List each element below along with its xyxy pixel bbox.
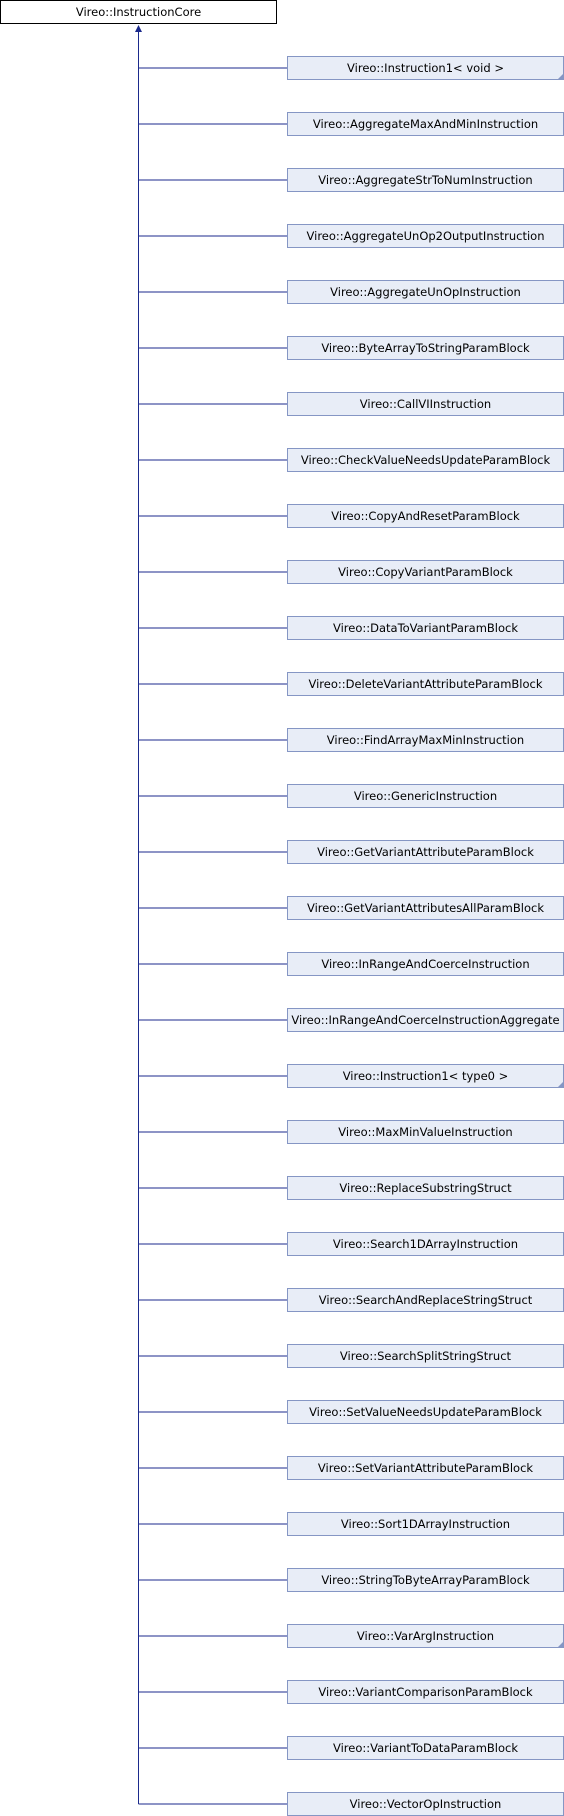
derived-class-label: Vireo::AggregateMaxAndMinInstruction: [313, 117, 538, 131]
derived-class-node[interactable]: Vireo::GetVariantAttributesAllParamBlock: [287, 896, 564, 920]
derived-class-label: Vireo::ByteArrayToStringParamBlock: [321, 341, 530, 355]
derived-class-node[interactable]: Vireo::GenericInstruction: [287, 784, 564, 808]
derived-class-label: Vireo::MaxMinValueInstruction: [338, 1125, 512, 1139]
derived-class-node[interactable]: Vireo::DataToVariantParamBlock: [287, 616, 564, 640]
derived-class-label: Vireo::Instruction1< type0 >: [343, 1069, 509, 1083]
derived-class-label: Vireo::GetVariantAttributeParamBlock: [317, 845, 534, 859]
derived-class-label: Vireo::AggregateStrToNumInstruction: [318, 173, 532, 187]
inheritance-edges: [135, 25, 288, 1805]
derived-class-node[interactable]: Vireo::AggregateUnOpInstruction: [287, 280, 564, 304]
derived-class-node[interactable]: Vireo::DeleteVariantAttributeParamBlock: [287, 672, 564, 696]
derived-class-label: Vireo::SearchAndReplaceStringStruct: [319, 1293, 533, 1307]
derived-class-node[interactable]: Vireo::SetValueNeedsUpdateParamBlock: [287, 1400, 564, 1424]
derived-class-node[interactable]: Vireo::Instruction1< void >: [287, 56, 564, 80]
collapsed-children-indicator-icon: [557, 1641, 564, 1648]
derived-class-node[interactable]: Vireo::InRangeAndCoerceInstructionAggreg…: [287, 1008, 564, 1032]
derived-class-label: Vireo::Instruction1< void >: [347, 61, 504, 75]
derived-class-label: Vireo::GetVariantAttributesAllParamBlock: [307, 901, 544, 915]
derived-class-node[interactable]: Vireo::VectorOpInstruction: [287, 1792, 564, 1816]
derived-class-label: Vireo::ReplaceSubstringStruct: [339, 1181, 512, 1195]
derived-class-node[interactable]: Vireo::CallVIInstruction: [287, 392, 564, 416]
derived-class-node[interactable]: Vireo::Search1DArrayInstruction: [287, 1232, 564, 1256]
derived-class-node[interactable]: Vireo::SearchSplitStringStruct: [287, 1344, 564, 1368]
derived-class-label: Vireo::GenericInstruction: [354, 789, 497, 803]
derived-class-node[interactable]: Vireo::SetVariantAttributeParamBlock: [287, 1456, 564, 1480]
derived-class-node[interactable]: Vireo::AggregateMaxAndMinInstruction: [287, 112, 564, 136]
derived-class-node[interactable]: Vireo::VarArgInstruction: [287, 1624, 564, 1648]
root-class-label: Vireo::InstructionCore: [76, 5, 201, 19]
derived-class-label: Vireo::VariantToDataParamBlock: [333, 1741, 518, 1755]
derived-class-node[interactable]: Vireo::AggregateStrToNumInstruction: [287, 168, 564, 192]
derived-class-label: Vireo::InRangeAndCoerceInstructionAggreg…: [291, 1013, 559, 1027]
derived-class-label: Vireo::AggregateUnOpInstruction: [330, 285, 521, 299]
derived-class-node[interactable]: Vireo::SearchAndReplaceStringStruct: [287, 1288, 564, 1312]
derived-class-label: Vireo::Sort1DArrayInstruction: [341, 1517, 510, 1531]
derived-class-label: Vireo::VarArgInstruction: [357, 1629, 494, 1643]
derived-class-label: Vireo::StringToByteArrayParamBlock: [321, 1573, 530, 1587]
derived-class-node[interactable]: Vireo::CopyVariantParamBlock: [287, 560, 564, 584]
inheritance-arrow-icon: [135, 25, 142, 32]
derived-class-label: Vireo::AggregateUnOp2OutputInstruction: [307, 229, 545, 243]
root-class-node[interactable]: Vireo::InstructionCore: [0, 0, 277, 24]
derived-class-label: Vireo::Search1DArrayInstruction: [333, 1237, 518, 1251]
derived-class-node[interactable]: Vireo::ByteArrayToStringParamBlock: [287, 336, 564, 360]
derived-class-list: Vireo::Instruction1< void >Vireo::Aggreg…: [287, 56, 564, 1816]
derived-class-node[interactable]: Vireo::Instruction1< type0 >: [287, 1064, 564, 1088]
derived-class-node[interactable]: Vireo::InRangeAndCoerceInstruction: [287, 952, 564, 976]
derived-class-label: Vireo::CallVIInstruction: [360, 397, 491, 411]
derived-class-node[interactable]: Vireo::Sort1DArrayInstruction: [287, 1512, 564, 1536]
derived-class-label: Vireo::VectorOpInstruction: [350, 1797, 502, 1811]
derived-class-node[interactable]: Vireo::GetVariantAttributeParamBlock: [287, 840, 564, 864]
derived-class-node[interactable]: Vireo::VariantToDataParamBlock: [287, 1736, 564, 1760]
derived-class-node[interactable]: Vireo::StringToByteArrayParamBlock: [287, 1568, 564, 1592]
derived-class-label: Vireo::SetValueNeedsUpdateParamBlock: [309, 1405, 542, 1419]
root-class-box: [0, 0, 277, 24]
derived-class-node[interactable]: Vireo::CopyAndResetParamBlock: [287, 504, 564, 528]
derived-class-node[interactable]: Vireo::ReplaceSubstringStruct: [287, 1176, 564, 1200]
derived-class-label: Vireo::VariantComparisonParamBlock: [318, 1685, 533, 1699]
derived-class-label: Vireo::DataToVariantParamBlock: [333, 621, 518, 635]
derived-class-node[interactable]: Vireo::VariantComparisonParamBlock: [287, 1680, 564, 1704]
derived-class-label: Vireo::SearchSplitStringStruct: [340, 1349, 512, 1363]
derived-class-node[interactable]: Vireo::FindArrayMaxMinInstruction: [287, 728, 564, 752]
derived-class-node[interactable]: Vireo::CheckValueNeedsUpdateParamBlock: [287, 448, 564, 472]
derived-class-label: Vireo::InRangeAndCoerceInstruction: [321, 957, 529, 971]
derived-class-label: Vireo::DeleteVariantAttributeParamBlock: [308, 677, 542, 691]
derived-class-node[interactable]: Vireo::MaxMinValueInstruction: [287, 1120, 564, 1144]
collapsed-children-indicator-icon: [557, 73, 564, 80]
derived-class-label: Vireo::CheckValueNeedsUpdateParamBlock: [301, 453, 551, 467]
derived-class-label: Vireo::CopyAndResetParamBlock: [331, 509, 520, 523]
derived-class-label: Vireo::SetVariantAttributeParamBlock: [318, 1461, 533, 1475]
derived-class-node[interactable]: Vireo::AggregateUnOp2OutputInstruction: [287, 224, 564, 248]
derived-class-label: Vireo::FindArrayMaxMinInstruction: [327, 733, 524, 747]
collapsed-children-indicator-icon: [557, 1081, 564, 1088]
derived-class-label: Vireo::CopyVariantParamBlock: [338, 565, 513, 579]
